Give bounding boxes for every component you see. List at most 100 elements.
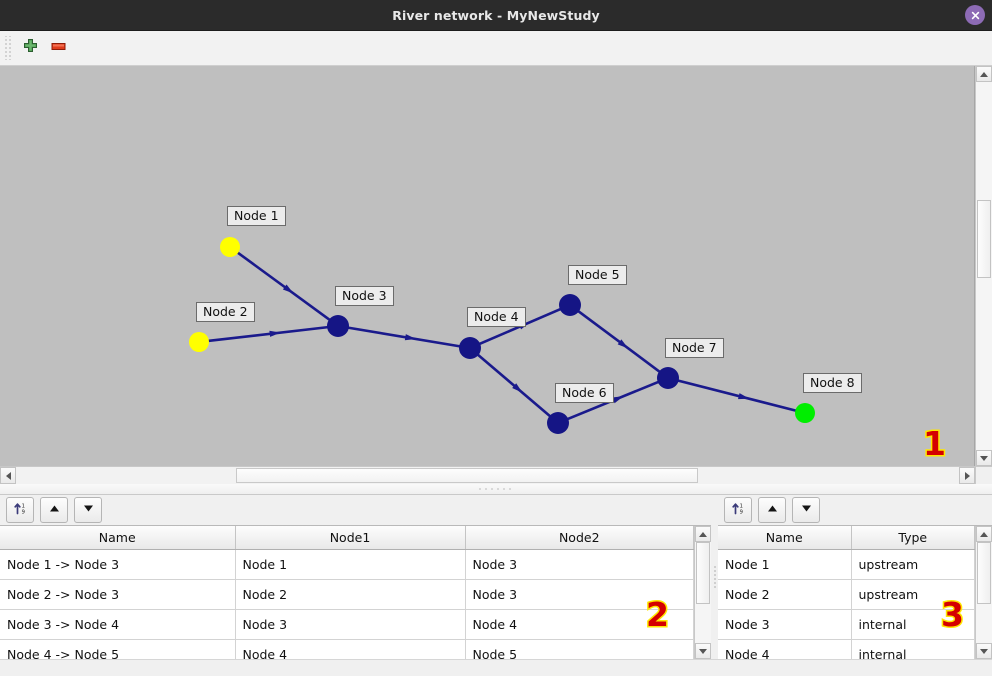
links-vscroll-thumb[interactable] bbox=[696, 542, 710, 604]
table-cell[interactable]: Node 4 bbox=[235, 639, 466, 659]
nodes-scroll-up-button[interactable] bbox=[976, 526, 992, 542]
table-cell[interactable]: internal bbox=[851, 609, 975, 640]
table-cell[interactable]: Node 4 bbox=[465, 609, 694, 640]
nodes-move-up-button[interactable] bbox=[758, 497, 786, 523]
graph-horizontal-scrollbar[interactable] bbox=[0, 467, 975, 484]
graph-node[interactable] bbox=[657, 367, 679, 389]
links-sort-button[interactable]: 1 9 bbox=[6, 497, 34, 523]
table-cell[interactable]: upstream bbox=[851, 549, 975, 580]
vertical-splitter-grip bbox=[713, 565, 716, 589]
links-vscroll-track[interactable] bbox=[695, 542, 711, 643]
arrow-down-icon bbox=[980, 648, 988, 654]
nodes-table-column-header[interactable]: Type bbox=[851, 526, 975, 550]
graph-node-label[interactable]: Node 3 bbox=[335, 286, 394, 307]
toolbar-grip[interactable] bbox=[4, 36, 13, 60]
vertical-splitter[interactable] bbox=[711, 495, 718, 659]
nodes-vscroll-thumb[interactable] bbox=[977, 542, 991, 604]
links-vertical-scrollbar[interactable] bbox=[694, 526, 711, 659]
scroll-left-button[interactable] bbox=[0, 467, 16, 484]
svg-text:1: 1 bbox=[739, 503, 742, 509]
vscroll-track[interactable] bbox=[976, 82, 992, 450]
links-table-column-header[interactable]: Node2 bbox=[465, 526, 694, 550]
table-cell[interactable]: internal bbox=[851, 639, 975, 659]
nodes-scroll-down-button[interactable] bbox=[976, 643, 992, 659]
graph-node[interactable] bbox=[189, 332, 209, 352]
table-cell[interactable]: Node 1 -> Node 3 bbox=[0, 549, 236, 580]
graph-node[interactable] bbox=[459, 337, 481, 359]
table-cell[interactable]: Node 4 bbox=[718, 639, 852, 659]
links-table-column-header[interactable]: Name bbox=[0, 526, 236, 550]
graph-node[interactable] bbox=[547, 412, 569, 434]
graph-node-label[interactable]: Node 7 bbox=[665, 338, 724, 359]
table-cell[interactable]: Node 3 -> Node 4 bbox=[0, 609, 236, 640]
graph-vertical-scrollbar[interactable] bbox=[975, 66, 992, 466]
scroll-down-button[interactable] bbox=[976, 450, 992, 466]
nodes-table-column-header[interactable]: Name bbox=[718, 526, 852, 550]
graph-node-label[interactable]: Node 2 bbox=[196, 302, 255, 323]
graph-node[interactable] bbox=[220, 237, 240, 257]
table-cell[interactable]: Node 3 bbox=[465, 579, 694, 610]
table-cell[interactable]: upstream bbox=[851, 579, 975, 610]
graph-edge[interactable] bbox=[677, 379, 797, 413]
graph-node[interactable] bbox=[795, 403, 815, 423]
scroll-right-button[interactable] bbox=[959, 467, 975, 484]
table-cell[interactable]: Node 1 bbox=[235, 549, 466, 580]
hscroll-thumb[interactable] bbox=[236, 468, 698, 483]
vscroll-thumb[interactable] bbox=[977, 200, 991, 278]
table-cell[interactable]: Node 3 bbox=[718, 609, 852, 640]
table-cell[interactable]: Node 3 bbox=[235, 609, 466, 640]
graph-edge[interactable] bbox=[207, 325, 329, 343]
links-table-column-header[interactable]: Node1 bbox=[235, 526, 466, 550]
graph-edge[interactable] bbox=[476, 353, 552, 418]
nodes-vertical-scrollbar[interactable] bbox=[975, 526, 992, 659]
graph-node[interactable] bbox=[559, 294, 581, 316]
title-bar: River network - MyNewStudy bbox=[0, 0, 992, 31]
links-scroll-up-button[interactable] bbox=[695, 526, 711, 542]
table-cell[interactable]: Node 3 bbox=[465, 549, 694, 580]
remove-node-button[interactable] bbox=[44, 34, 72, 62]
graph-node-label[interactable]: Node 6 bbox=[555, 383, 614, 404]
graph-node-label[interactable]: Node 4 bbox=[467, 307, 526, 328]
graph-edge[interactable] bbox=[236, 251, 331, 322]
links-move-down-button[interactable] bbox=[74, 497, 102, 523]
graph-edge[interactable] bbox=[577, 309, 661, 374]
table-cell[interactable]: Node 2 bbox=[235, 579, 466, 610]
hscroll-track[interactable] bbox=[16, 467, 959, 484]
add-node-button[interactable] bbox=[16, 34, 44, 62]
graph-edge[interactable] bbox=[347, 326, 461, 348]
nodes-vscroll-track[interactable] bbox=[976, 542, 992, 643]
links-move-up-button[interactable] bbox=[40, 497, 68, 523]
graph-node-label[interactable]: Node 1 bbox=[227, 206, 286, 227]
table-cell[interactable]: Node 2 bbox=[718, 579, 852, 610]
table-cell[interactable]: Node 5 bbox=[465, 639, 694, 659]
nodes-move-down-button[interactable] bbox=[792, 497, 820, 523]
graph-node[interactable] bbox=[327, 315, 349, 337]
graph-node-label[interactable]: Node 8 bbox=[803, 373, 862, 394]
scroll-up-button[interactable] bbox=[976, 66, 992, 82]
graph-node-label[interactable]: Node 5 bbox=[568, 265, 627, 286]
svg-text:9: 9 bbox=[21, 510, 24, 516]
graph-drawing bbox=[189, 237, 815, 434]
table-cell[interactable]: Node 4 -> Node 5 bbox=[0, 639, 236, 659]
table-cell[interactable]: Node 1 bbox=[718, 549, 852, 580]
nodes-sort-button[interactable]: 1 9 bbox=[724, 497, 752, 523]
close-icon[interactable] bbox=[965, 5, 985, 25]
links-scroll-down-button[interactable] bbox=[695, 643, 711, 659]
table-cell[interactable]: Node 2 -> Node 3 bbox=[0, 579, 236, 610]
horizontal-splitter[interactable] bbox=[0, 484, 992, 495]
links-pane: 1 9 bbox=[0, 495, 711, 659]
